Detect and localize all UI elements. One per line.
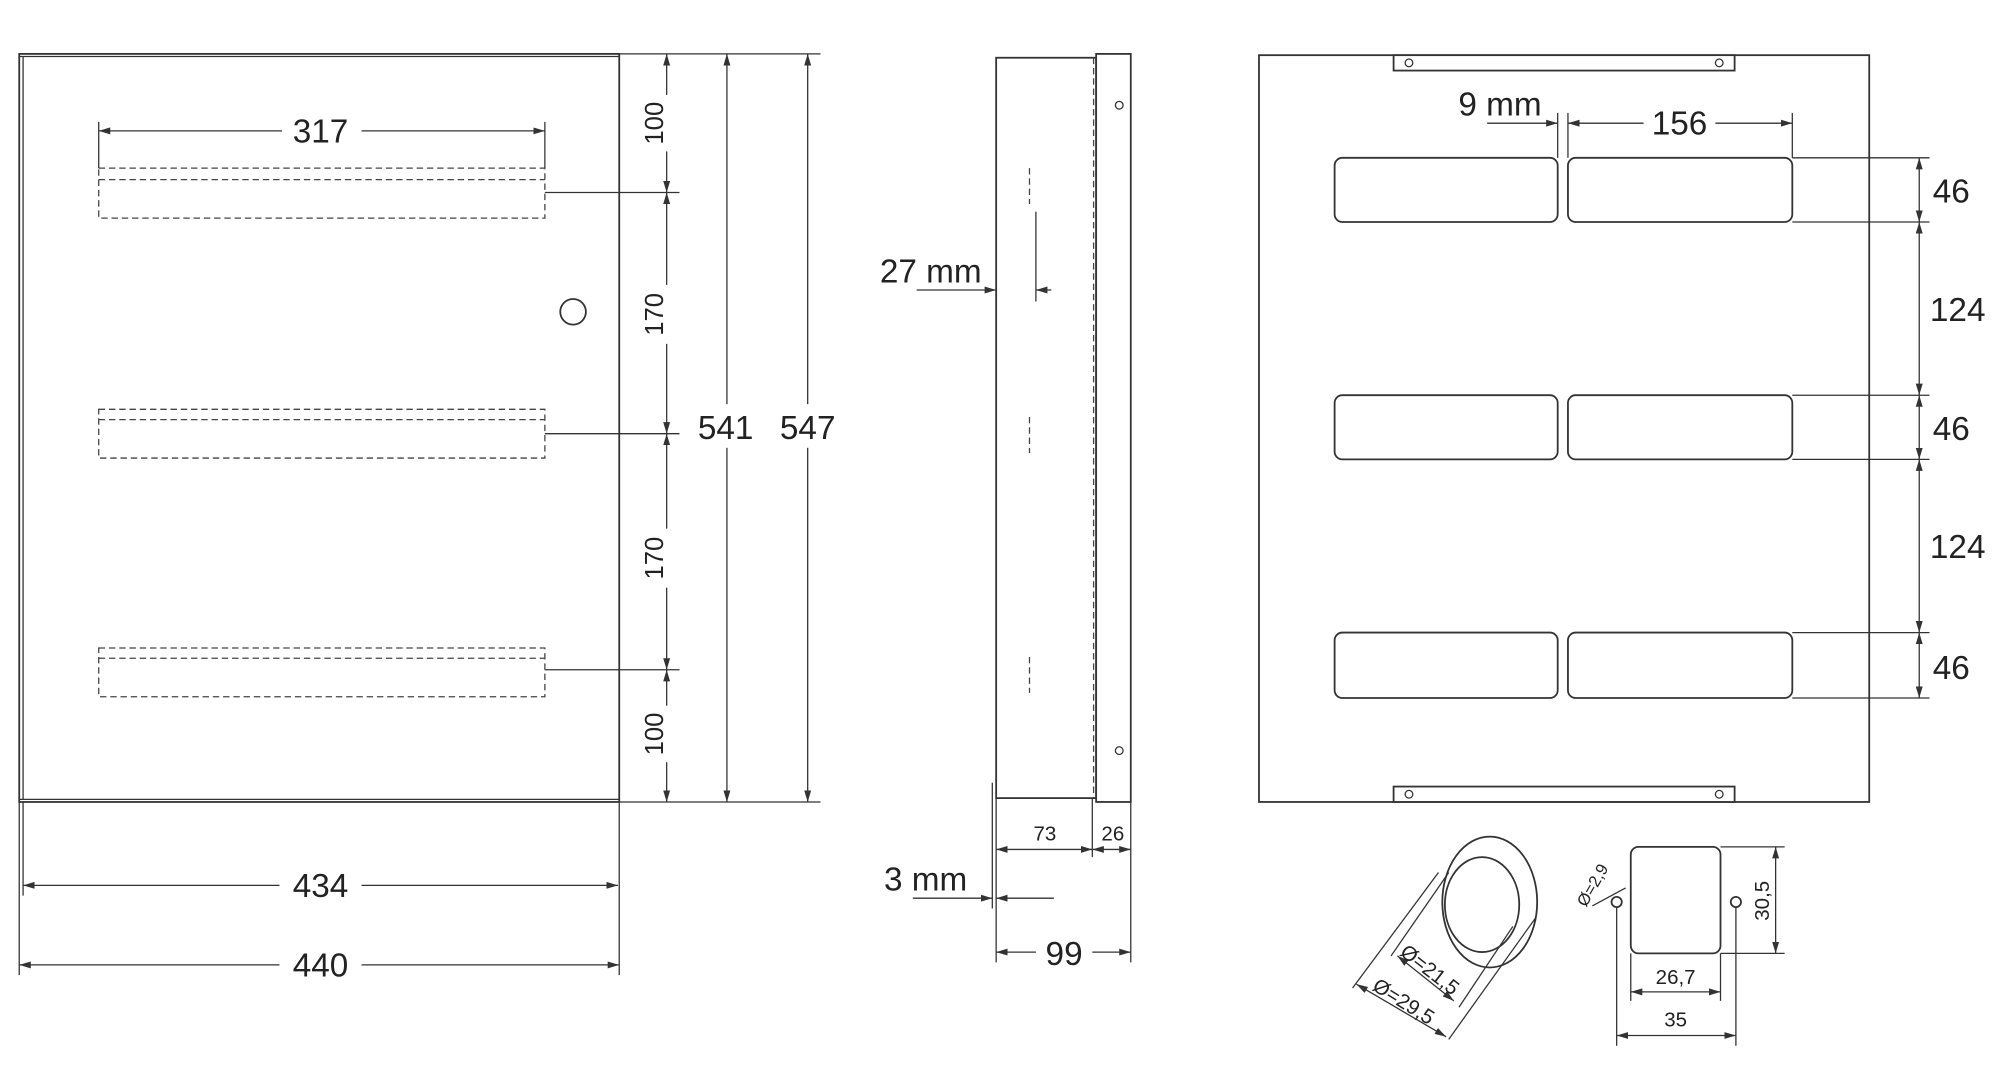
dim-slot-height-2: 46 <box>1933 411 1970 448</box>
dim-knockout-height: 30,5 <box>1751 881 1774 921</box>
dim-slot-height-3: 46 <box>1933 650 1970 687</box>
dim-slot-width: 156 <box>1652 106 1708 143</box>
dim-top-margin: 100 <box>641 102 669 145</box>
dim-pitch-1: 170 <box>641 293 669 336</box>
dim-rail-offset: 27 mm <box>880 253 982 290</box>
enclosure-front <box>18 52 621 803</box>
dim-pitch-2: 170 <box>641 537 669 580</box>
cutout <box>1333 631 1559 699</box>
dim-knockout-width: 26,7 <box>1656 966 1696 989</box>
dim-door-depth: 26 <box>1101 822 1124 845</box>
fixing-hole <box>1729 896 1742 909</box>
din-slot <box>98 167 546 219</box>
inner-ring <box>1443 856 1521 953</box>
dim-inner-width: 434 <box>293 868 349 905</box>
top-bracket <box>1392 54 1736 72</box>
dim-body-depth: 73 <box>1033 822 1056 845</box>
cutout <box>1333 394 1559 461</box>
dim-inner-height: 541 <box>698 410 754 447</box>
door-side <box>1095 52 1132 803</box>
cutout-grid <box>1333 156 1794 699</box>
dim-wall-gap: 3 mm <box>884 861 967 898</box>
cutout <box>1567 631 1794 699</box>
plate-view: 9 mm 156 46 124 46 124 46 <box>1258 54 1986 803</box>
cutout <box>1333 156 1559 223</box>
dim-hole-diameter: Ø=2,9 <box>1573 861 1612 910</box>
bottom-bracket <box>1392 785 1736 803</box>
din-slot <box>98 408 546 459</box>
cable-entry-detail: Ø=21,5 Ø=29,5 <box>1352 835 1539 1040</box>
dim-spacing-2: 124 <box>1930 529 1986 566</box>
side-view: 27 mm 73 26 3 mm 99 <box>880 52 1132 973</box>
front-view: 317 100 170 170 100 541 547 434 440 <box>18 52 840 984</box>
lock-icon <box>559 298 587 326</box>
enclosure-body-side <box>995 56 1098 800</box>
fixing-hole <box>1610 896 1623 909</box>
dim-spacing-1: 124 <box>1930 292 1986 329</box>
cutout <box>1567 156 1794 223</box>
dim-outer-height: 547 <box>780 410 836 447</box>
knockout <box>1629 845 1722 955</box>
dim-slot-width: 317 <box>293 113 349 150</box>
dim-total-depth: 99 <box>1046 936 1083 973</box>
dim-bottom-margin: 100 <box>641 713 669 756</box>
dim-slot-height-1: 46 <box>1933 174 1970 211</box>
knockout-detail: Ø=2,9 30,5 26,7 35 <box>1573 845 1785 1046</box>
dim-gap: 9 mm <box>1458 86 1541 123</box>
dim-outer-width: 440 <box>293 947 349 984</box>
dim-hole-spacing: 35 <box>1664 1008 1687 1031</box>
din-slot <box>98 647 546 698</box>
cutout <box>1567 394 1794 461</box>
